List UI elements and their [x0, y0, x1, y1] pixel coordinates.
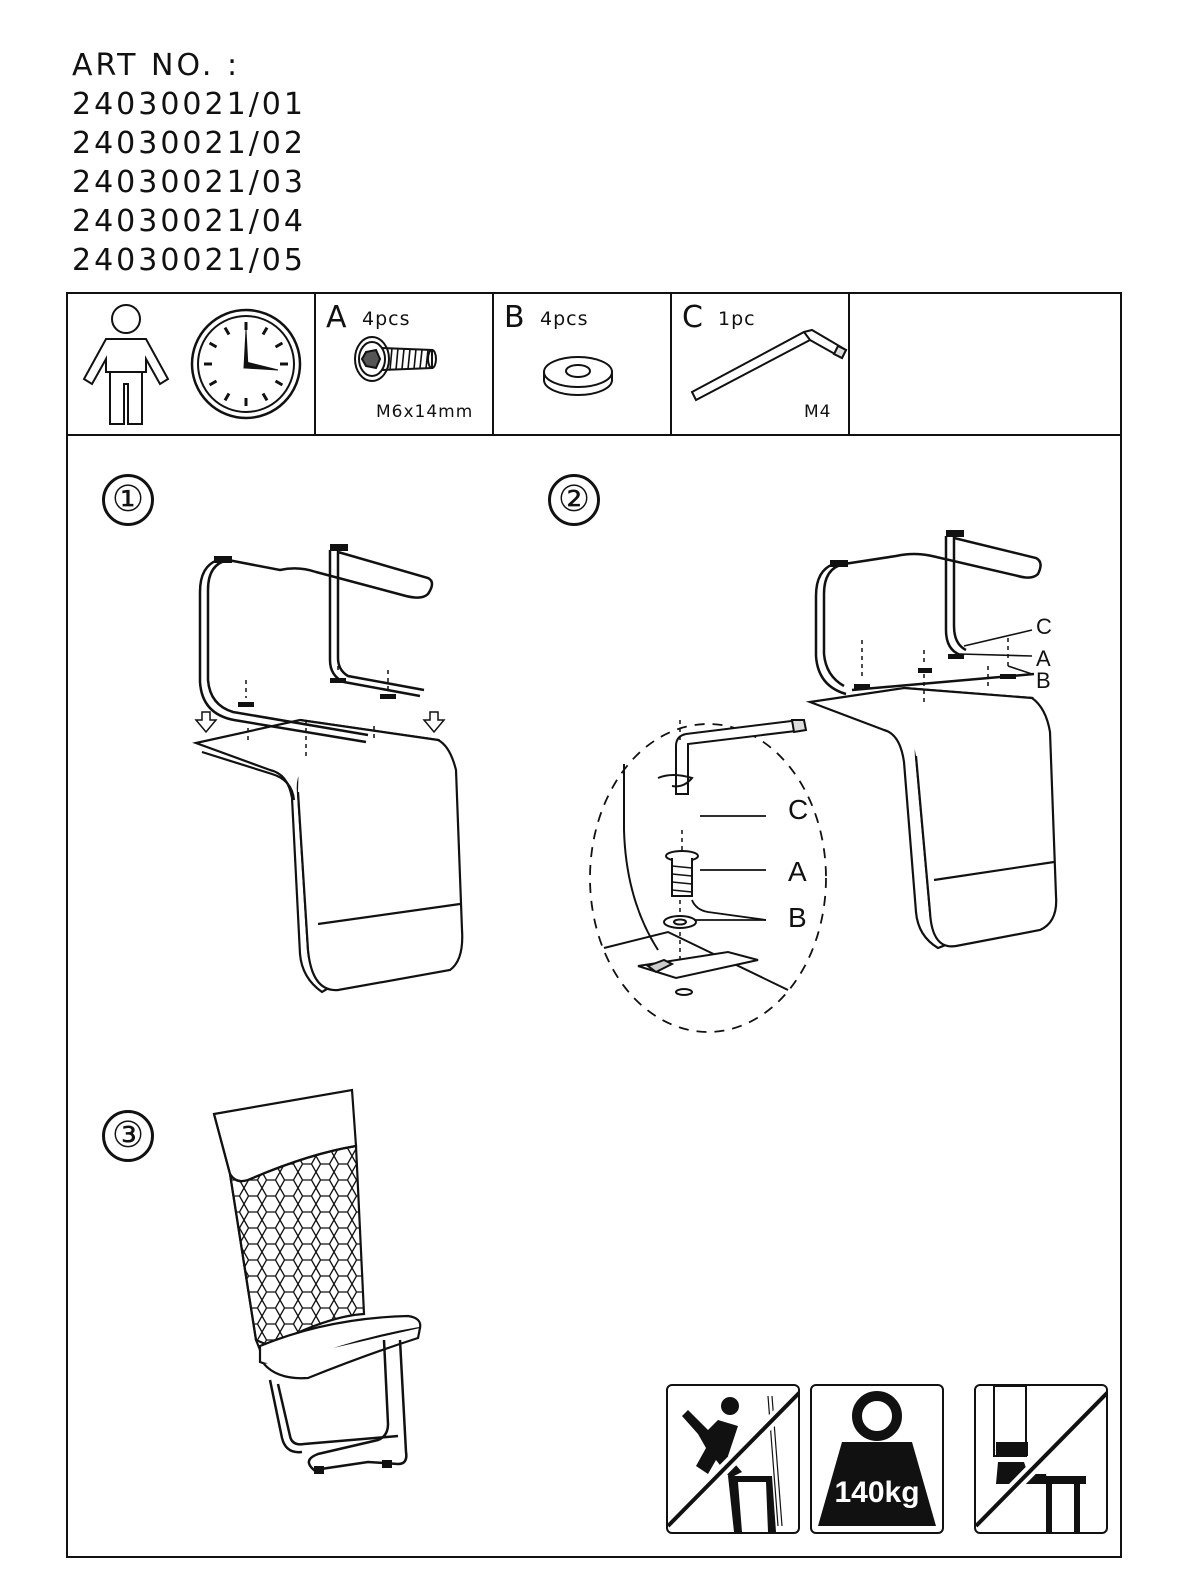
detail-callout-b: B [788, 902, 807, 933]
part-c-letter: C [682, 300, 703, 335]
empty-cell [850, 294, 1122, 434]
step-1-illustration [192, 544, 464, 994]
article-number-block: ART NO. : 24030021/01 24030021/02 240300… [72, 46, 306, 280]
article-number-2: 24030021/02 [72, 126, 306, 161]
step-3-finished-chair [212, 1088, 422, 1474]
frame-callout-a: A [1036, 646, 1051, 671]
part-a-letter: A [326, 300, 347, 335]
step-2-frame-illustration [805, 530, 1058, 950]
allen-key-icon [690, 328, 848, 402]
article-number-1: 24030021/01 [72, 87, 306, 122]
part-c-cell: C 1pc M4 [672, 294, 850, 434]
step-2-number: ② [548, 474, 600, 526]
washer-icon [543, 356, 613, 396]
clock-icon [190, 308, 302, 420]
no-climbing-icon [668, 1386, 798, 1532]
step-2-detail-illustration [589, 718, 827, 1033]
part-b-cell: B 4pcs [494, 294, 672, 434]
detail-callout-c: C [788, 794, 809, 825]
max-load-label: 140kg [834, 1476, 920, 1509]
frame-callout-c: C [1036, 614, 1052, 639]
assembly-info-cell [68, 294, 316, 434]
part-c-size: M4 [804, 402, 832, 422]
one-person-icon [82, 304, 170, 425]
weight-icon [818, 1391, 936, 1526]
part-a-quantity: 4pcs [362, 308, 411, 330]
bolt-icon [354, 336, 437, 382]
step-1-number: ① [102, 474, 154, 526]
parts-row: A 4pcs M6x14mm [68, 294, 1120, 436]
part-a-cell: A 4pcs M6x14mm [316, 294, 494, 434]
article-number-5: 24030021/05 [72, 243, 306, 278]
part-b-letter: B [504, 300, 525, 335]
instruction-frame: A 4pcs M6x14mm [66, 292, 1122, 1558]
no-climbing-warning [666, 1384, 800, 1534]
step-3-number: ③ [102, 1110, 154, 1162]
max-load-warning: 140kg [810, 1384, 944, 1534]
frame-callout-b: B [1036, 668, 1051, 693]
article-number-4: 24030021/04 [72, 204, 306, 239]
no-standing-warning [974, 1384, 1108, 1534]
no-standing-icon [976, 1386, 1106, 1532]
part-c-quantity: 1pc [718, 308, 756, 330]
article-number-3: 24030021/03 [72, 165, 306, 200]
part-a-size: M6x14mm [376, 402, 474, 422]
detail-callout-a: A [788, 856, 807, 887]
article-heading: ART NO. : [72, 48, 241, 83]
part-b-quantity: 4pcs [540, 308, 589, 330]
